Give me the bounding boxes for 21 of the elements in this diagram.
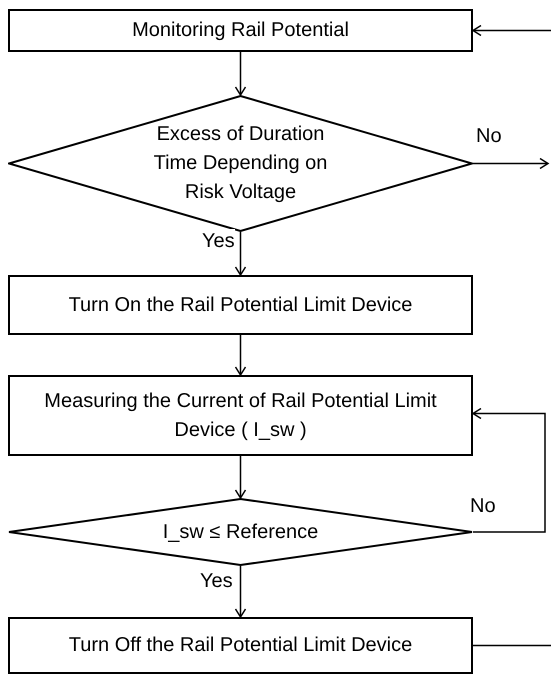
process-box (8, 617, 473, 674)
arrow (234, 335, 246, 376)
decision-diamond (8, 95, 473, 232)
process-box (8, 9, 473, 52)
arrow (234, 566, 246, 618)
process-text: Measuring the Current of Rail Potential Limit Device ( I_sw ) (43, 388, 438, 442)
connector-line (473, 644, 551, 646)
arrow (234, 232, 246, 276)
process-box (8, 275, 473, 335)
decision-text: Excess of Duration Time Depending on Risk Voltage (152, 122, 328, 205)
arrow (472, 24, 551, 36)
process-text: Monitoring Rail Potential (132, 18, 349, 43)
decision-text: I_sw ≤ Reference (162, 520, 318, 544)
arrow (234, 456, 246, 499)
arrow (472, 408, 546, 533)
process-box (8, 375, 473, 456)
process-text: Turn On the Rail Potential Limit Device (68, 292, 412, 318)
process-text: Turn Off the Rail Potential Limit Device (68, 633, 412, 658)
arrow (473, 158, 549, 170)
arrow (234, 52, 246, 96)
decision-diamond (8, 498, 473, 566)
